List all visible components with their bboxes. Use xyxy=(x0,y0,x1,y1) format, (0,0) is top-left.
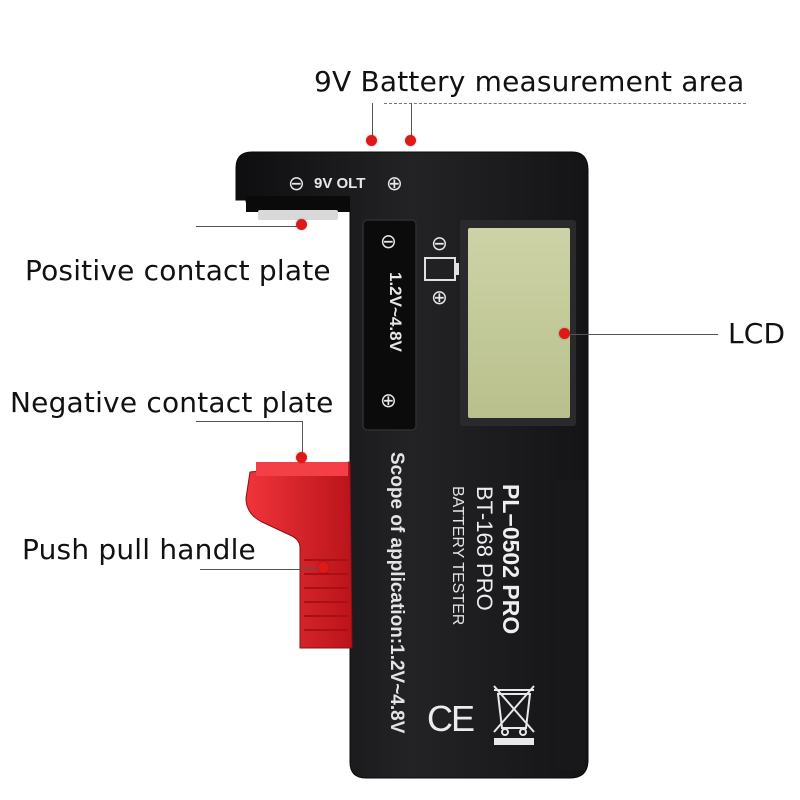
marker-positive-plate xyxy=(296,219,307,230)
grip-texture xyxy=(555,480,585,770)
marker-9v-minus xyxy=(366,135,377,146)
symbol-plus-icon: ⊕ xyxy=(431,285,448,309)
leader-positive-plate xyxy=(196,226,302,227)
leader-negative-drop xyxy=(302,421,303,457)
scope-of-application: Scope of application:1.2V~4.8V xyxy=(386,452,407,734)
marker-9v-plus xyxy=(405,135,416,146)
push-pull-handle-shape xyxy=(245,461,353,649)
product-type-label: BATTERY TESTER xyxy=(449,486,466,626)
olt-label: 9V OLT xyxy=(314,175,366,192)
label-lcd: LCD xyxy=(728,317,786,350)
handle-ridges xyxy=(304,559,348,631)
slot-plus-icon: ⊕ xyxy=(380,388,397,412)
model-line-2: BT-168 PRO xyxy=(472,486,497,611)
label-9v-measurement-area: 9V Battery measurement area xyxy=(314,65,745,98)
leader-9v-drop-right xyxy=(411,103,412,143)
olt-plus-icon: ⊕ xyxy=(386,171,403,195)
symbol-minus-icon: ⊖ xyxy=(431,231,448,255)
battery-slot xyxy=(362,219,417,431)
marker-lcd xyxy=(559,328,570,339)
marker-push-pull-handle xyxy=(318,562,329,573)
leader-push-pull-handle xyxy=(200,569,322,570)
label-push-pull-handle: Push pull handle xyxy=(22,533,256,566)
positive-contact-plate xyxy=(258,210,338,220)
weee-bin-icon xyxy=(493,685,535,736)
nine-volt-gap xyxy=(246,196,350,212)
leader-9v-area xyxy=(384,103,746,104)
leader-lcd xyxy=(566,334,718,335)
ce-mark: CE xyxy=(427,698,475,739)
leader-negative-plate xyxy=(196,421,302,422)
weee-bar xyxy=(494,738,534,745)
label-positive-contact-plate: Positive contact plate xyxy=(25,254,331,287)
lcd-screen xyxy=(468,228,570,418)
range-label: 1.2V~4.8V xyxy=(386,272,405,352)
model-line-1: PL−0502 PRO xyxy=(498,484,524,635)
leader-9v-drop-left xyxy=(372,103,373,143)
marker-negative-plate xyxy=(296,452,307,463)
olt-minus-icon: ⊖ xyxy=(288,171,305,195)
label-negative-contact-plate: Negative contact plate xyxy=(10,386,334,419)
slot-minus-icon: ⊖ xyxy=(380,229,397,253)
